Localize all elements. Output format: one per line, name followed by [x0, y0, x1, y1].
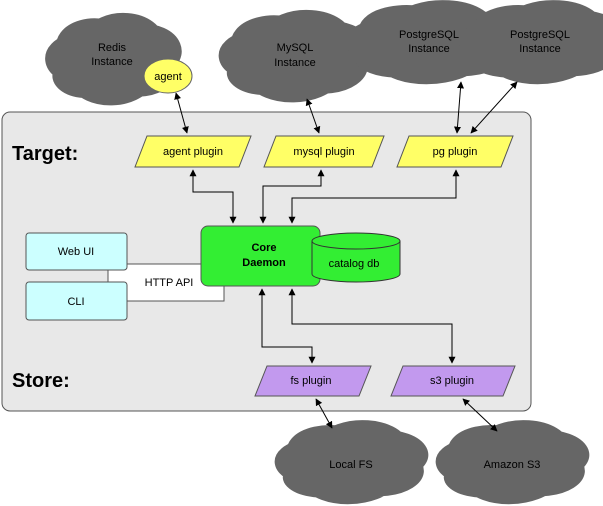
svg-text:agent plugin: agent plugin	[163, 146, 223, 158]
svg-text:s3 plugin: s3 plugin	[430, 375, 474, 387]
svg-text:Local FS: Local FS	[329, 459, 372, 471]
mysql-plugin: mysql plugin	[263, 135, 385, 168]
amazon-s3-cloud: Amazon S3	[463, 435, 563, 489]
mysql-instance-cloud: MySQL Instance	[246, 26, 346, 85]
svg-text:Web UI: Web UI	[58, 246, 94, 258]
svg-text:CLI: CLI	[67, 296, 84, 308]
cli-box: CLI	[25, 281, 128, 321]
svg-text:Core: Core	[251, 242, 276, 254]
connector-fs-plugin-to-local-fs	[315, 398, 333, 429]
connector-pg2-to-pg-plugin	[470, 81, 518, 134]
agent-plugin: agent plugin	[134, 135, 252, 168]
connector-mysql-to-mysql-plugin	[305, 98, 321, 134]
catalog-db: catalog db	[311, 232, 401, 283]
svg-text:Amazon S3: Amazon S3	[484, 459, 541, 471]
svg-text:PostgreSQL: PostgreSQL	[510, 29, 570, 41]
svg-text:Instance: Instance	[408, 43, 450, 55]
target-section-label: Target:	[12, 143, 78, 165]
postgresql-instance-cloud-1: PostgreSQL Instance	[375, 15, 486, 69]
redis-instance-cloud: Redis Instance	[69, 29, 158, 88]
svg-text:catalog db: catalog db	[329, 258, 380, 270]
svg-text:mysql plugin: mysql plugin	[293, 146, 354, 158]
svg-text:MySQL: MySQL	[277, 42, 314, 54]
connector-s3-plugin-to-amazon-s3	[462, 398, 498, 432]
svg-text:fs plugin: fs plugin	[291, 375, 332, 387]
svg-text:pg plugin: pg plugin	[433, 146, 478, 158]
fs-plugin: fs plugin	[254, 365, 372, 397]
pg-plugin: pg plugin	[396, 135, 514, 168]
local-fs-cloud: Local FS	[302, 435, 402, 489]
svg-text:Instance: Instance	[91, 56, 133, 68]
connector-agent-plugin-to-core	[189, 169, 237, 224]
svg-text:agent: agent	[154, 71, 182, 83]
connector-core-to-s3-plugin	[288, 288, 456, 364]
svg-text:Instance: Instance	[519, 43, 561, 55]
postgresql-instance-cloud-2: PostgreSQL Instance	[488, 15, 595, 69]
connector-agent-to-agent-plugin	[174, 92, 189, 134]
connector-pg-plugin-to-core	[288, 169, 460, 224]
s3-plugin: s3 plugin	[390, 365, 516, 397]
store-section-label: Store:	[12, 370, 70, 392]
svg-text:PostgreSQL: PostgreSQL	[399, 29, 459, 41]
redis-agent: agent	[143, 58, 193, 94]
svg-text:Redis: Redis	[98, 42, 127, 54]
web-ui-box: Web UI	[25, 232, 128, 271]
svg-text:Daemon: Daemon	[242, 257, 286, 269]
connector-pg1-to-pg-plugin	[454, 81, 464, 134]
svg-text:HTTP API: HTTP API	[145, 277, 194, 289]
core-daemon: Core Daemon	[200, 225, 321, 287]
svg-text:Instance: Instance	[274, 57, 316, 69]
